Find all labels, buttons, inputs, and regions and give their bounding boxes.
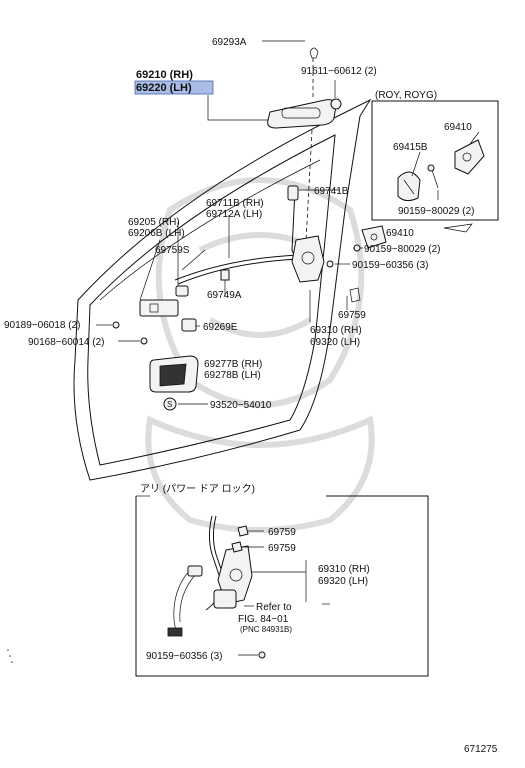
door-outline (73, 98, 372, 481)
label-69410[interactable]: 69410 (386, 228, 414, 239)
label-69759-lower-a[interactable]: 69759 (268, 527, 296, 538)
label-69320-upper[interactable]: 69320 (LH) (310, 337, 360, 348)
leader-lines (96, 40, 363, 405)
label-93520-54010[interactable]: 93520−54010 (210, 400, 272, 411)
diagram-number: 671275 (464, 744, 498, 755)
label-69741B[interactable]: 69741B (314, 186, 349, 197)
label-69310-upper[interactable]: 69310 (RH) (310, 325, 362, 336)
label-90189-06018[interactable]: 90189−06018 (2) (4, 320, 80, 331)
label-90159-80029-box[interactable]: 90159−80029 (2) (398, 206, 474, 217)
label-69278B[interactable]: 69278B (LH) (204, 370, 261, 381)
label-69269E[interactable]: 69269E (203, 322, 238, 333)
label-69293A[interactable]: 69293A (212, 37, 247, 48)
label-69277B[interactable]: 69277B (RH) (204, 359, 262, 370)
inside-handle-bezel[interactable]: S (149, 355, 199, 411)
label-90159-60356[interactable]: 90159−60356 (3) (352, 260, 428, 271)
label-69210[interactable]: 69210 (RH) (136, 69, 193, 81)
refer-figure-link[interactable]: FIG. 84−01 (238, 614, 289, 625)
label-69759-upper[interactable]: 69759 (338, 310, 366, 321)
label-69220[interactable]: 69220 (LH) (136, 82, 192, 94)
scan-marks (7, 649, 13, 663)
power-lock-box (135, 495, 429, 677)
label-69320-lower[interactable]: 69320 (LH) (318, 576, 368, 587)
label-69310-lower[interactable]: 69310 (RH) (318, 564, 370, 575)
label-69759S[interactable]: 69759S (155, 245, 190, 256)
label-91611-60612[interactable]: 91611−60612 (2) (301, 66, 377, 77)
refer-text: Refer to (256, 602, 292, 613)
part-labels: 69293A 69210 (RH) 69220 (LH) 91611−60612… (4, 37, 498, 755)
label-69711B[interactable]: 69711B (RH) (206, 198, 264, 209)
watermark-emblem (145, 177, 375, 533)
refer-pnc: (PNC 84931B) (240, 625, 292, 634)
door-lock-assembly-upper[interactable] (287, 185, 361, 303)
label-69415B[interactable]: 69415B (393, 142, 428, 153)
label-69205[interactable]: 69205 (RH) (128, 217, 180, 228)
outside-handle[interactable] (267, 47, 342, 129)
label-90168-60014[interactable]: 90168−60014 (2) (28, 337, 104, 348)
inside-lock-bracket[interactable] (112, 269, 230, 345)
label-69712A[interactable]: 69712A (LH) (206, 209, 262, 220)
label-69206B[interactable]: 69206B (LH) (128, 228, 185, 239)
label-69759-lower-b[interactable]: 69759 (268, 543, 296, 554)
label-69410-box[interactable]: 69410 (444, 122, 472, 133)
power-lock-box-title: アリ (パワー ドア ロック) (140, 483, 255, 495)
label-90159-80029[interactable]: 90159−80029 (2) (364, 244, 440, 255)
label-90159-60356-lower[interactable]: 90159−60356 (3) (146, 651, 222, 662)
label-roy-variant: (ROY, ROYG) (375, 90, 437, 101)
door-striker[interactable] (353, 223, 473, 252)
roy-variant-box (371, 100, 499, 221)
highlight-box (134, 80, 214, 95)
label-69749A[interactable]: 69749A (207, 290, 242, 301)
svg-text:S: S (167, 400, 172, 409)
